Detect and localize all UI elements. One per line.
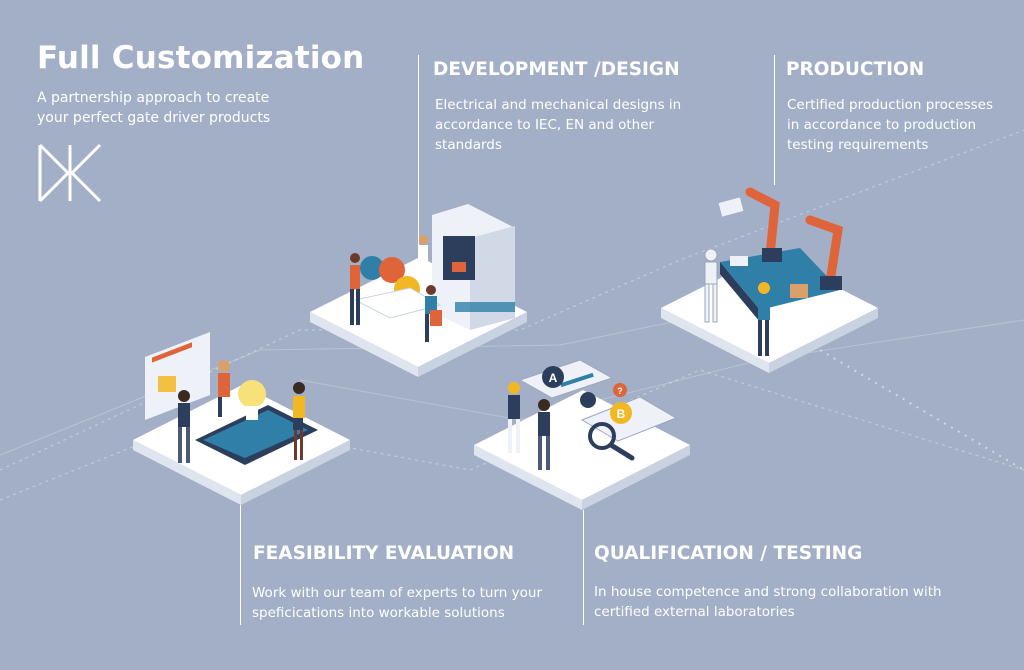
feasibility-divider	[240, 505, 241, 625]
platform-development	[310, 204, 527, 377]
dk-monogram-logo	[38, 143, 102, 203]
page-subtitle: A partnership approach to create your pe…	[37, 90, 271, 126]
badge-b-label: B	[617, 407, 626, 421]
platform-production	[661, 187, 878, 373]
feasibility-heading: FEASIBILITY EVALUATION	[253, 543, 515, 564]
development-divider	[418, 55, 419, 257]
development-description: Electrical and mechanical designs in acc…	[435, 97, 682, 153]
feasibility-description: Work with our team of experts to turn yo…	[252, 585, 542, 621]
production-description: Certified production processes in accord…	[787, 97, 993, 153]
badge-a-icon	[542, 366, 564, 388]
badge-b-icon	[610, 402, 632, 424]
page-title: Full Customization	[37, 40, 365, 76]
development-heading: DEVELOPMENT /DESIGN	[433, 59, 680, 80]
production-heading: PRODUCTION	[786, 59, 925, 80]
qualification-divider	[583, 510, 584, 625]
platform-qualification: A B ?	[474, 359, 690, 510]
production-divider	[774, 55, 775, 185]
qualification-description: In house competence and strong collabora…	[594, 584, 942, 620]
badge-question-label: ?	[617, 386, 623, 396]
badge-a-label: A	[549, 371, 558, 385]
badge-question-icon	[613, 383, 627, 397]
magnifier-icon	[588, 422, 616, 450]
qualification-heading: QUALIFICATION / TESTING	[594, 543, 863, 564]
platform-feasibility	[133, 332, 350, 505]
